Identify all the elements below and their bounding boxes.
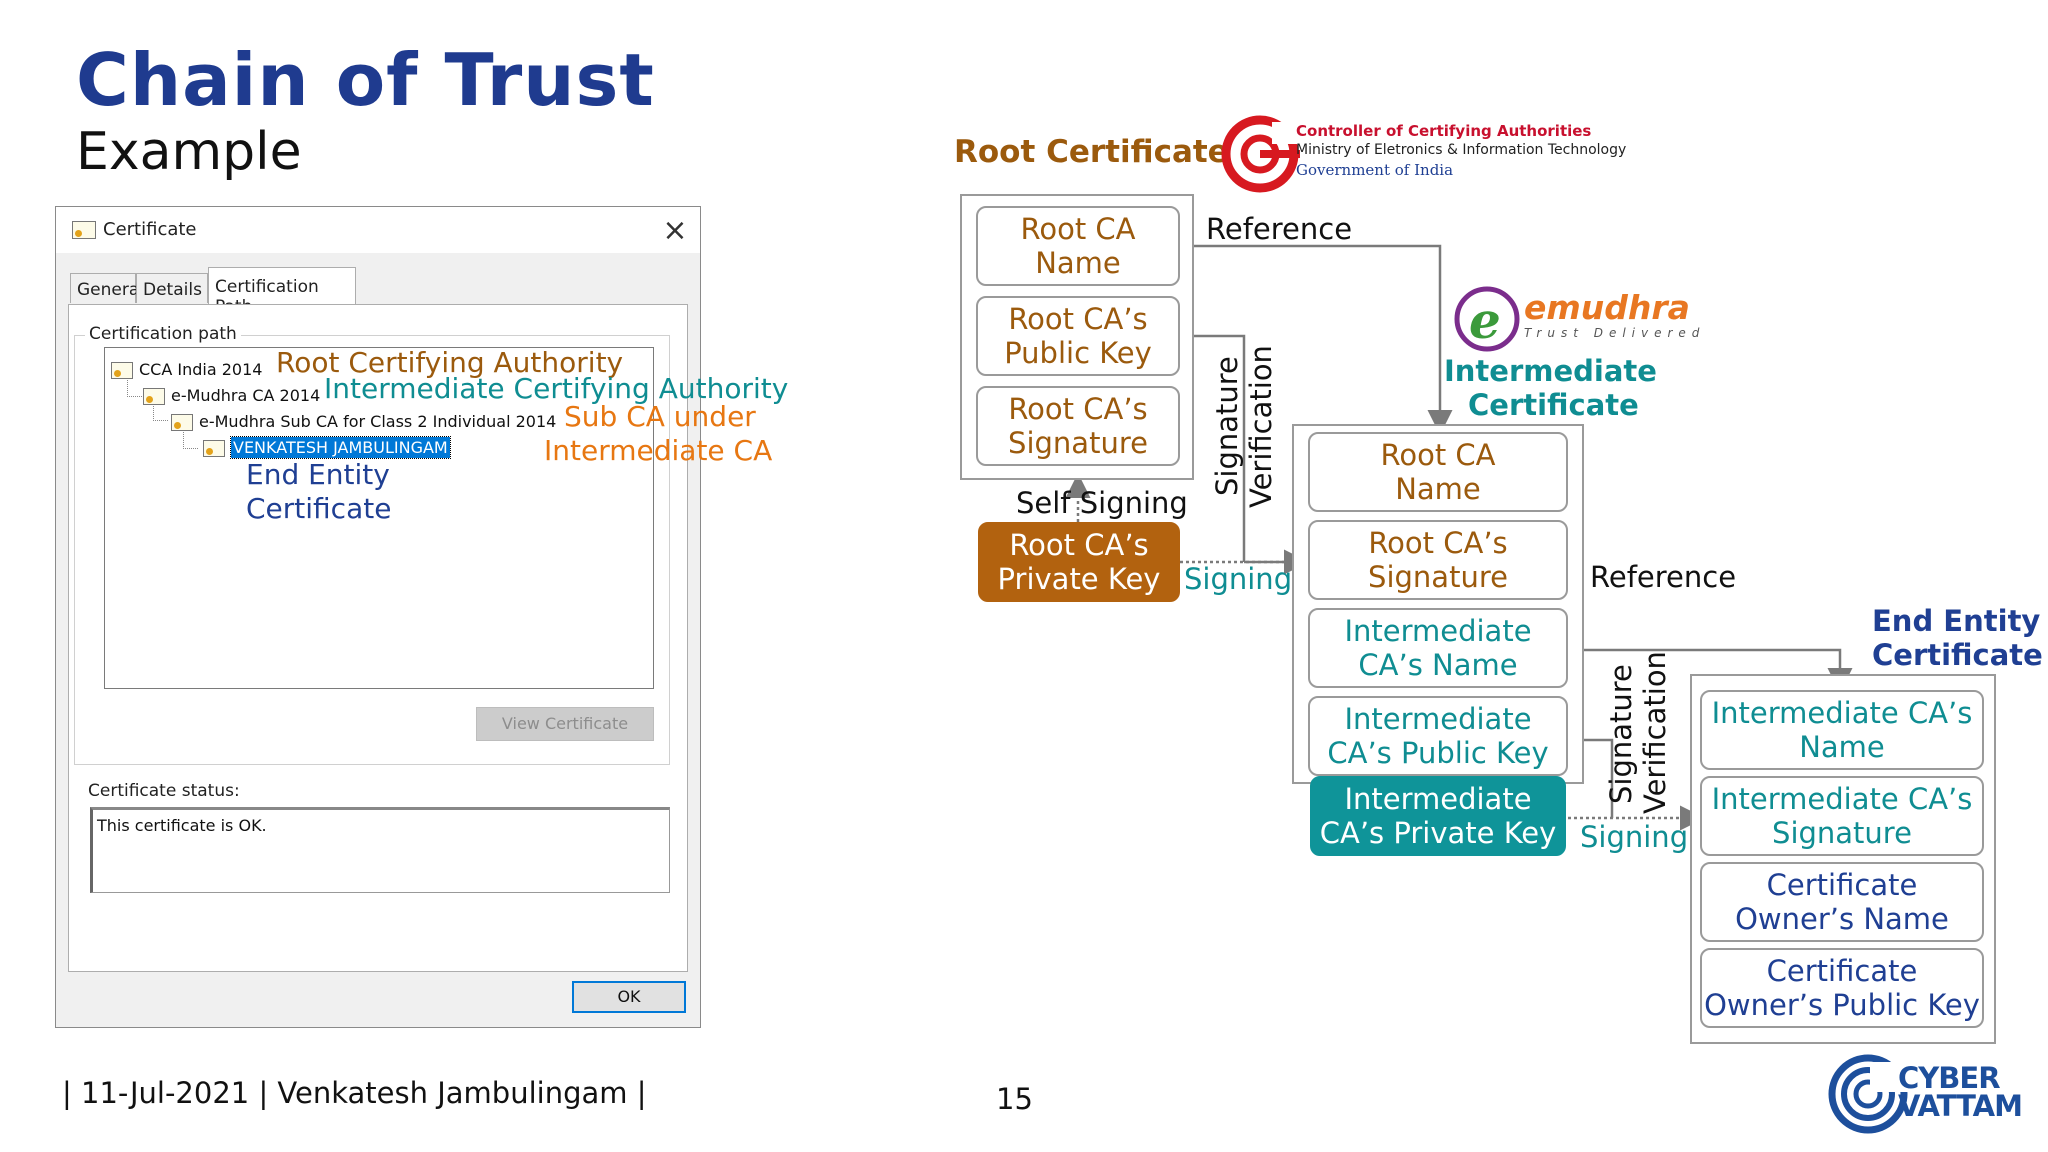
certificate-status-label: Certificate status: (88, 781, 240, 801)
end-entity-heading-line1: End Entity (1872, 604, 2041, 638)
tree-connector (127, 378, 142, 397)
ok-button[interactable]: OK (572, 981, 686, 1013)
certification-path-label: Certification path (85, 324, 241, 344)
certificate-dialog: Certificate × General Details Certificat… (55, 206, 701, 1028)
cca-logo-line1: Controller of Certifying Authorities (1296, 122, 1592, 140)
view-certificate-button[interactable]: View Certificate (476, 707, 654, 741)
root-sig-verification-label-1: Signature (1210, 356, 1244, 496)
emudhra-logo-name: emudhra (1524, 288, 1690, 327)
cca-logo-line2: Ministry of Eletronics & Information Tec… (1296, 142, 1627, 158)
tab-certification-path[interactable]: Certification Path (208, 267, 356, 317)
page-number: 15 (996, 1082, 1033, 1116)
intermediate-heading-line2: Certificate (1468, 388, 1639, 422)
tab-general[interactable]: General (70, 273, 144, 303)
root-signing-label: Signing (1184, 562, 1293, 596)
annotation-root-ca: Root Certifying Authority (276, 346, 624, 379)
close-icon[interactable]: × (662, 213, 688, 248)
dialog-titlebar: Certificate × (56, 207, 700, 253)
end-entity-heading-line2: Certificate (1872, 638, 2043, 672)
cca-logo-line3: Government of India (1296, 161, 1454, 179)
reference-arrow-root (1180, 244, 1453, 435)
page-subtitle: Example (76, 122, 302, 182)
certificate-icon (143, 388, 165, 405)
certificate-icon (203, 440, 225, 457)
certificate-icon (111, 362, 133, 379)
inter-sig-verification-label-1: Signature (1604, 664, 1638, 804)
reference-label-2: Reference (1590, 560, 1737, 594)
tree-item-end-entity[interactable]: VENKATESH JAMBULINGAM (203, 436, 451, 459)
root-sig-verification-label-2: Verification (1244, 345, 1278, 508)
tab-details[interactable]: Details (136, 273, 208, 303)
cybervattam-logo-icon (1828, 1054, 1910, 1134)
cybervattam-logo-text: CYBER VATTAM (1898, 1061, 2023, 1123)
certificate-icon (171, 414, 193, 431)
tree-item-intermediate[interactable]: e-Mudhra CA 2014 (143, 386, 320, 405)
certification-tree: CCA India 2014 e-Mudhra CA 2014 e-Mudhra… (104, 347, 654, 689)
intermediate-heading-line1: Intermediate (1444, 354, 1657, 388)
tree-item-root[interactable]: CCA India 2014 (111, 360, 262, 379)
certificate-status-box: This certificate is OK. (90, 807, 670, 893)
reference-label-1: Reference (1206, 212, 1353, 246)
annotation-end-entity-line1: End Entity (246, 458, 390, 491)
emudhra-logo-icon: e (1454, 286, 1520, 352)
certificate-icon (72, 221, 96, 239)
cca-logo-icon (1221, 115, 1300, 193)
svg-text:e: e (1469, 291, 1501, 350)
selected-certificate: VENKATESH JAMBULINGAM (230, 436, 451, 459)
root-certificate-heading: Root Certificate (954, 134, 1229, 170)
annotation-sub-ca-line1: Sub CA under (564, 400, 756, 433)
emudhra-logo-tagline: Trust Delivered (1524, 326, 1706, 340)
annotation-end-entity-line2: Certificate (246, 492, 392, 525)
tree-connector (153, 404, 168, 421)
footer-text: | 11-Jul-2021 | Venkatesh Jambulingam | (62, 1076, 647, 1110)
annotation-sub-ca-line2: Intermediate CA (544, 434, 773, 467)
self-signing-label: Self Signing (1016, 486, 1188, 520)
root-sig-verification-line (1180, 334, 1246, 562)
dialog-title: Certificate (103, 219, 197, 240)
inter-sig-verification-label-2: Verification (1638, 651, 1672, 814)
tree-connector (183, 430, 198, 449)
page-title: Chain of Trust (76, 38, 655, 122)
certification-path-group: Certification path (74, 324, 670, 765)
inter-signing-label: Signing (1580, 820, 1689, 854)
annotation-intermediate-ca: Intermediate Certifying Authority (324, 372, 789, 405)
tree-item-sub-ca[interactable]: e-Mudhra Sub CA for Class 2 Individual 2… (171, 412, 556, 431)
